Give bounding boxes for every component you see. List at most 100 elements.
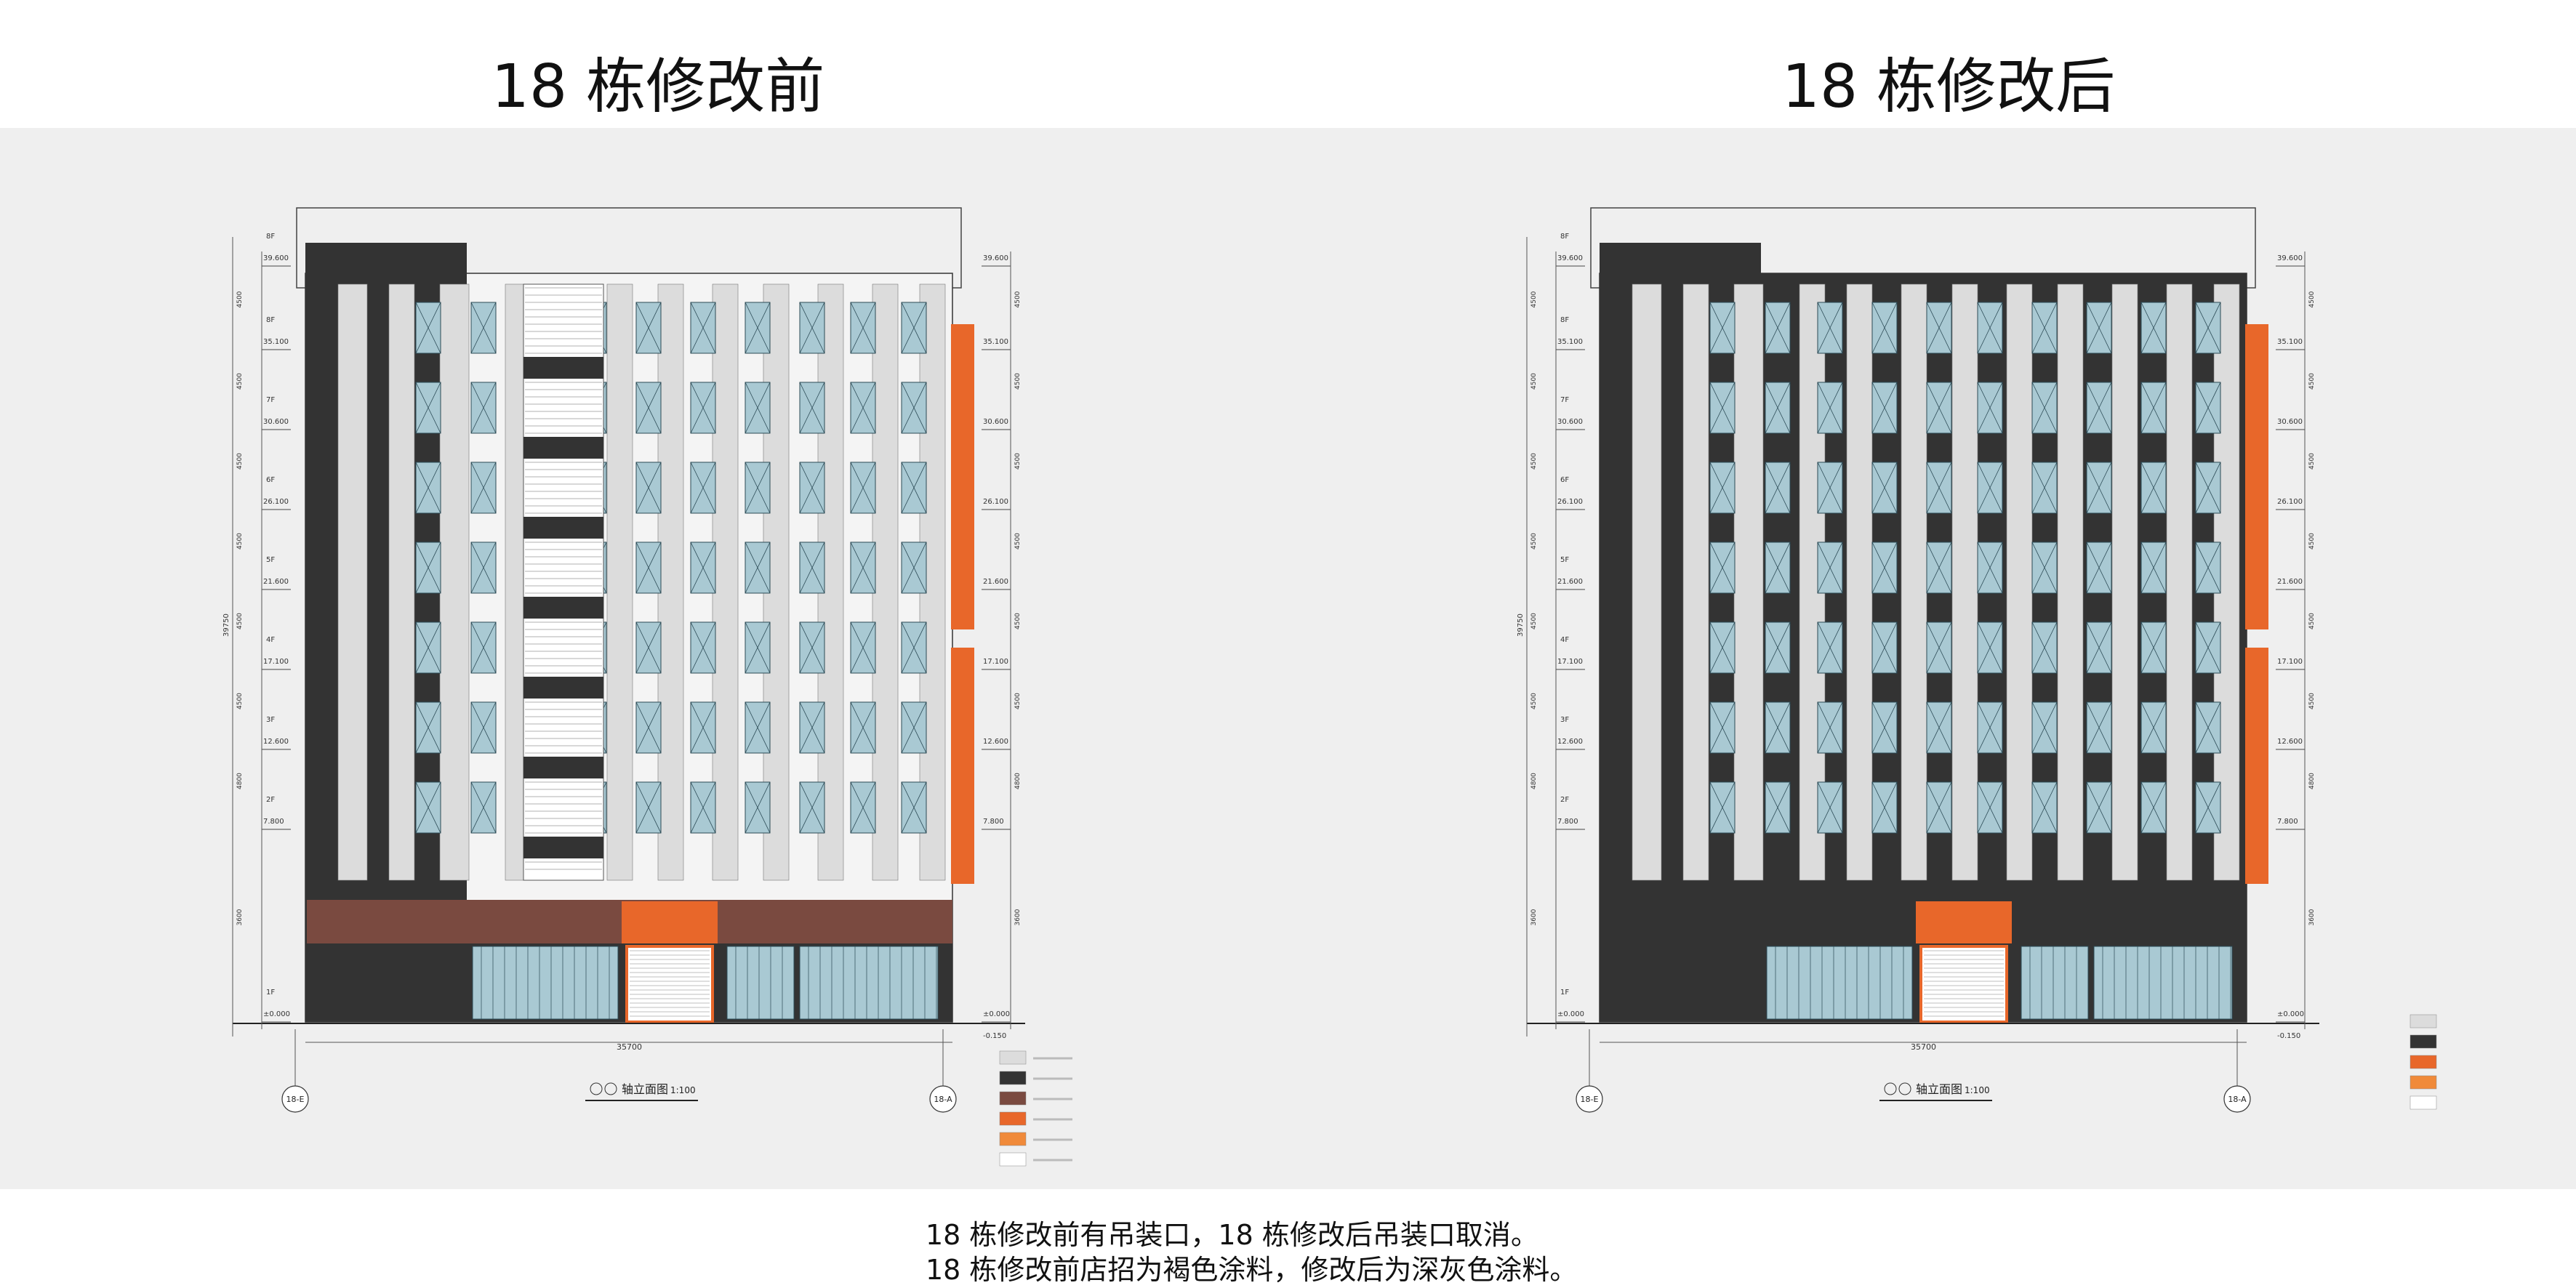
window-mullion <box>1765 302 1791 354</box>
storefront-glass <box>1766 946 1913 1020</box>
window-mullion <box>1871 302 1898 354</box>
total-height-dim: 39750 <box>222 613 230 637</box>
note-hoist-opening: 18 栋修改前有吊装口，18 栋修改后吊装口取消。 <box>926 1219 1538 1251</box>
window-mullion <box>2195 781 2221 834</box>
elevation-label: ±0.000 <box>983 1010 1010 1018</box>
elevation-label: 39.600 <box>983 254 1008 262</box>
floor-label: 5F <box>1560 556 1569 564</box>
hoist-slab <box>523 517 603 539</box>
elevation-label: 17.100 <box>1557 658 1583 666</box>
window-mullion <box>1977 542 2003 594</box>
orange-strip-lower <box>951 648 974 884</box>
window-mullion <box>1977 302 2003 354</box>
window-mullion <box>2086 701 2112 754</box>
window-mullion <box>2195 542 2221 594</box>
window-mullion <box>1871 542 1898 594</box>
total-width-dim: 35700 <box>1911 1042 1936 1052</box>
window-mullion <box>850 781 876 834</box>
elevation-label: ±0.000 <box>1557 1010 1584 1018</box>
elevation-label: 39.600 <box>263 254 289 262</box>
floor-label: 3F <box>266 716 275 724</box>
window-mullion <box>745 302 771 354</box>
window-mullion <box>745 621 771 674</box>
elevation-label: 21.600 <box>1557 578 1583 586</box>
dim-text: 4500 <box>1530 373 1538 390</box>
ground-level-label: -0.150 <box>983 1032 1006 1040</box>
window-mullion <box>2195 302 2221 354</box>
orange-strip-upper <box>2245 324 2268 629</box>
pilaster <box>1682 283 1709 881</box>
elevation-label: 26.100 <box>263 498 289 506</box>
drawing-caption: 轴立面图 <box>622 1082 668 1096</box>
window-mullion <box>2140 781 2167 834</box>
legend-swatch <box>2410 1034 2437 1049</box>
dim-text: 4500 <box>2308 373 2316 390</box>
floor-label: 8F <box>266 233 275 241</box>
dim-text: 4500 <box>236 693 244 709</box>
window-mullion <box>745 542 771 594</box>
dim-text: 4500 <box>236 453 244 470</box>
window-mullion <box>2195 621 2221 674</box>
floor-label: 7F <box>1560 396 1569 404</box>
dim-text: 4500 <box>2308 291 2316 307</box>
storefront-glass <box>726 946 795 1020</box>
elevation-label: 12.600 <box>983 738 1008 746</box>
window-mullion <box>1765 462 1791 514</box>
axis-bubble-right <box>929 1085 957 1113</box>
window-mullion <box>2195 462 2221 514</box>
storefront-glass <box>2021 946 2089 1020</box>
hoist-opening <box>523 283 604 881</box>
note-sign-color: 18 栋修改前店招为褐色涂料，修改后为深灰色涂料。 <box>926 1254 1578 1286</box>
pilaster <box>2057 283 2084 881</box>
elevation-label: 21.600 <box>983 578 1008 586</box>
window-mullion <box>2031 781 2058 834</box>
window-mullion <box>1709 542 1736 594</box>
legend-swatch <box>2410 1055 2437 1069</box>
elevation-label: 7.800 <box>2277 818 2298 826</box>
window-mullion <box>1926 701 1952 754</box>
window-mullion <box>1871 382 1898 434</box>
pilaster <box>337 283 368 881</box>
roller-door <box>625 945 714 1023</box>
axis-left-label: 18-E <box>286 1095 305 1104</box>
storefront-glass <box>799 946 939 1020</box>
window-mullion <box>745 781 771 834</box>
window-mullion <box>2086 462 2112 514</box>
window-mullion <box>850 542 876 594</box>
floor-label: 2F <box>1560 796 1569 804</box>
dim-text: 4500 <box>1014 533 1022 550</box>
elevation-label: 39.600 <box>1557 254 1583 262</box>
window-mullion <box>901 382 927 434</box>
legend-swatch <box>999 1152 1027 1167</box>
window-mullion <box>1977 701 2003 754</box>
window-mullion <box>635 701 662 754</box>
window-mullion <box>415 462 441 514</box>
pilaster <box>872 283 899 881</box>
dim-text: 4500 <box>2308 613 2316 629</box>
elevation-label: 21.600 <box>263 578 289 586</box>
dim-text: 4500 <box>1530 693 1538 709</box>
window-mullion <box>799 462 825 514</box>
elevation-label: 7.800 <box>983 818 1004 826</box>
elevation-before: 39.6008F39.60035.1008F35.10030.6007F30.6… <box>222 207 1072 1167</box>
elevation-label: 7.800 <box>1557 818 1578 826</box>
pilaster <box>657 283 684 881</box>
drawing-scale: 1:100 <box>670 1085 696 1095</box>
total-width-dim: 35700 <box>617 1042 642 1052</box>
elevation-label: 17.100 <box>263 658 289 666</box>
elevation-label: 12.600 <box>263 738 289 746</box>
window-mullion <box>850 462 876 514</box>
window-mullion <box>1709 302 1736 354</box>
pilaster <box>606 283 633 881</box>
window-mullion <box>690 781 716 834</box>
dim-text: 3600 <box>236 909 244 925</box>
window-mullion <box>745 462 771 514</box>
floor-label: 6F <box>266 476 275 484</box>
window-mullion <box>901 701 927 754</box>
window-mullion <box>1709 382 1736 434</box>
window-mullion <box>2031 462 2058 514</box>
floor-label: 3F <box>1560 716 1569 724</box>
window-mullion <box>470 462 497 514</box>
floor-label: 8F <box>1560 316 1569 324</box>
window-mullion <box>1765 781 1791 834</box>
